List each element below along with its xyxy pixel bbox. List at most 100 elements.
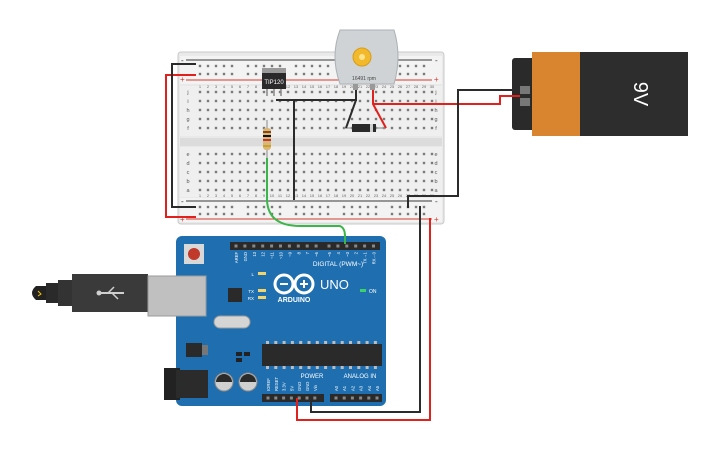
- column-label-bottom: 14: [302, 193, 307, 198]
- rail-plus-label-bottom-left: +: [180, 215, 185, 224]
- column-label-top: 3: [215, 84, 218, 89]
- power-pin-label: GND: [297, 382, 302, 391]
- column-label-top: 8: [255, 84, 258, 89]
- column-label-top: 24: [382, 84, 387, 89]
- rx-led-label: RX: [248, 296, 254, 301]
- row-label-left: h: [186, 108, 189, 114]
- analog-pin-label: A2: [350, 385, 355, 391]
- usb-icon: [96, 286, 124, 300]
- column-label-bottom: 18: [334, 193, 339, 198]
- row-label-left: j: [186, 90, 188, 96]
- column-label-top: 30: [430, 84, 435, 89]
- row-label-left: e: [186, 152, 189, 158]
- column-label-bottom: 23: [374, 193, 379, 198]
- column-label-top: 20: [350, 84, 355, 89]
- column-label-bottom: 12: [286, 193, 291, 198]
- row-label-right: a: [434, 188, 438, 194]
- wire-red-battery[interactable]: [373, 95, 520, 105]
- battery-label: 9V: [629, 82, 651, 107]
- row-label-right: f: [435, 126, 437, 132]
- column-label-bottom: 13: [294, 193, 299, 198]
- wire-green-signal[interactable]: [266, 158, 346, 244]
- row-label-right: d: [434, 161, 437, 167]
- rail-minus-label-bottom-left: -: [181, 197, 184, 206]
- row-label-right: j: [434, 90, 436, 96]
- diode[interactable]: [344, 124, 386, 132]
- arduino-logo-icon: [273, 273, 315, 295]
- arduino-brand-text: ARDUINO: [278, 297, 311, 304]
- transistor-tip120[interactable]: TIP120: [262, 68, 286, 96]
- column-label-bottom: 8: [255, 193, 258, 198]
- column-label-top: 19: [342, 84, 347, 89]
- digital-pin-label: RX←0: [372, 251, 377, 264]
- wire-red-left-rail[interactable]: [165, 74, 196, 218]
- column-label-bottom: 17: [326, 193, 331, 198]
- wire-black-gnd[interactable]: [310, 206, 421, 413]
- tx-led-label: TX: [248, 289, 254, 294]
- digital-pin-label: 13: [252, 251, 257, 256]
- row-label-left: f: [187, 126, 189, 132]
- analog-pin-label: A0: [334, 385, 339, 391]
- column-label-bottom: 21: [358, 193, 363, 198]
- digital-pin-label: 8: [296, 251, 301, 254]
- row-label-left: c: [187, 170, 190, 176]
- column-label-bottom: 24: [382, 193, 387, 198]
- row-label-right: c: [435, 170, 438, 176]
- column-label-bottom: 26: [398, 193, 403, 198]
- power-pin-label: Vin: [313, 384, 318, 391]
- battery-9v[interactable]: 9V: [512, 52, 688, 136]
- power-pin-label: RESET: [274, 377, 279, 391]
- breadboard-column-labels: 1122334455667788991010111112121313141415…: [199, 84, 435, 198]
- column-label-top: 6: [239, 84, 242, 89]
- column-label-bottom: 9: [263, 193, 266, 198]
- digital-pin-label: ~9: [287, 251, 292, 256]
- wire-red-5v[interactable]: [296, 218, 431, 421]
- row-label-right: e: [434, 152, 437, 158]
- column-label-bottom: 20: [350, 193, 355, 198]
- digital-pin-label: AREF: [234, 252, 239, 264]
- column-label-bottom: 2: [207, 193, 210, 198]
- analog-pin-label: A3: [359, 385, 364, 391]
- column-label-top: 2: [207, 84, 210, 89]
- transistor-label: TIP120: [264, 80, 284, 86]
- motor-rpm-label: 16491 rpm: [352, 76, 376, 82]
- power-pin-label: 5V: [289, 386, 294, 391]
- column-label-top: 14: [302, 84, 307, 89]
- digital-pin-label: GND: [243, 252, 248, 261]
- rail-plus-label-bottom: +: [434, 215, 439, 224]
- analog-header-label: ANALOG IN: [344, 374, 377, 380]
- resistor[interactable]: [263, 120, 271, 158]
- wire-black-left-rail[interactable]: [171, 63, 196, 208]
- column-label-bottom: 7: [247, 193, 250, 198]
- wire-black-battery[interactable]: [407, 89, 520, 208]
- dc-motor[interactable]: 16491 rpm: [334, 29, 399, 90]
- rail-minus-label-bottom: -: [435, 197, 438, 206]
- column-label-top: 1: [199, 84, 202, 89]
- on-led-label: ON: [369, 289, 377, 295]
- column-label-top: 25: [390, 84, 395, 89]
- rail-minus-label-top: -: [435, 56, 438, 65]
- power-pin-label: GND: [305, 382, 310, 391]
- column-label-top: 12: [286, 84, 291, 89]
- column-label-bottom: 5: [231, 193, 234, 198]
- column-label-top: 28: [414, 84, 419, 89]
- column-label-top: 15: [310, 84, 315, 89]
- column-label-bottom: 25: [390, 193, 395, 198]
- wire-black-motor-diode[interactable]: [345, 99, 357, 129]
- digital-pin-label: ~10: [279, 251, 284, 259]
- digital-pin-label: ~6: [314, 251, 319, 256]
- rail-plus-label-top-left: +: [180, 75, 185, 84]
- row-label-left: g: [186, 117, 189, 123]
- digital-pin-label: 12: [261, 251, 266, 256]
- row-label-left: d: [186, 161, 189, 167]
- column-label-top: 17: [326, 84, 331, 89]
- row-label-right: b: [434, 179, 437, 185]
- column-label-bottom: 3: [215, 193, 218, 198]
- column-label-top: 13: [294, 84, 299, 89]
- wires: [165, 63, 520, 421]
- digital-header-label: DIGITAL (PWM~): [313, 261, 363, 268]
